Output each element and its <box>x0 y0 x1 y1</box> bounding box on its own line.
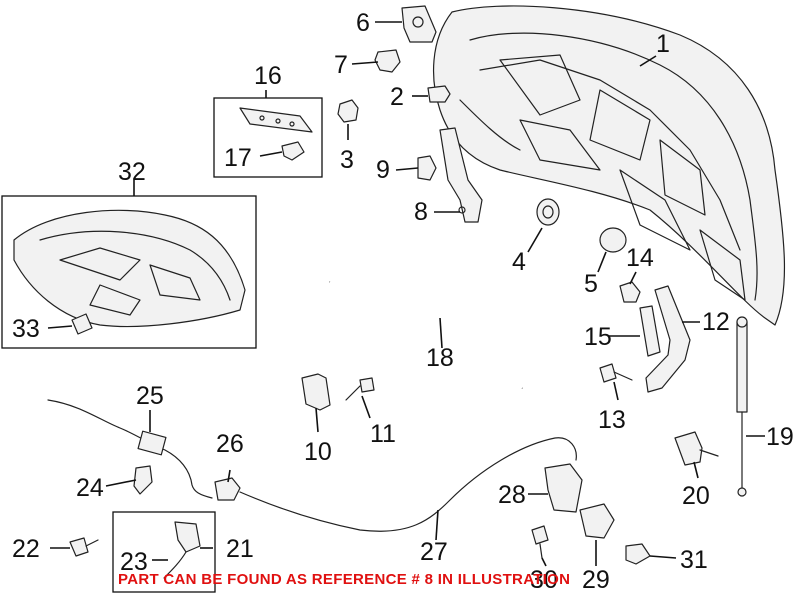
kit-box-16 <box>213 97 323 178</box>
strut-part-19 <box>736 316 748 497</box>
bolt-part-13 <box>599 363 633 383</box>
hinge-part-8 <box>439 127 483 223</box>
seal-part-15 <box>639 305 661 357</box>
callout-18: 18 <box>426 344 454 372</box>
bumper-part-2 <box>427 85 451 103</box>
callout-labels: 1 2 3 4 5 6 7 8 9 10 11 12 13 14 15 16 1… <box>12 9 794 593</box>
bracket-part-12 <box>645 285 691 393</box>
hood-part <box>433 5 786 326</box>
callout-22: 22 <box>12 535 40 563</box>
callout-32: 32 <box>118 158 146 186</box>
cable-part-27 <box>239 437 577 532</box>
cable-part-25 <box>47 399 213 499</box>
reference-notice: PART CAN BE FOUND AS REFERENCE # 8 IN IL… <box>118 571 570 588</box>
cap-part-5 <box>599 227 627 253</box>
callout-7: 7 <box>334 51 348 79</box>
callout-21: 21 <box>226 535 254 563</box>
callout-9: 9 <box>376 156 390 184</box>
callout-16: 16 <box>254 62 282 90</box>
callout-17: 17 <box>224 144 252 172</box>
kit-box-32 <box>1 195 257 349</box>
callout-33: 33 <box>12 315 40 343</box>
kit-box-21 <box>112 511 216 593</box>
switch-part-31 <box>625 543 651 565</box>
callout-1: 1 <box>656 30 670 58</box>
nut-part-14 <box>619 281 641 303</box>
callout-12: 12 <box>702 308 730 336</box>
callout-8: 8 <box>414 198 428 226</box>
callout-10: 10 <box>304 438 332 466</box>
callout-6: 6 <box>356 9 370 37</box>
bolt-part-30 <box>531 525 549 559</box>
callout-26: 26 <box>216 430 244 458</box>
callout-20: 20 <box>682 482 710 510</box>
bracket-part-10 <box>301 373 331 411</box>
bolt-part-11 <box>345 377 375 401</box>
callout-11: 11 <box>370 420 396 448</box>
callout-29: 29 <box>582 566 610 593</box>
callout-4: 4 <box>512 248 526 276</box>
callout-27: 27 <box>420 538 448 566</box>
grommet-part-4 <box>536 198 560 226</box>
bracket-part-29 <box>579 503 615 539</box>
callout-28: 28 <box>498 481 526 509</box>
callout-19: 19 <box>766 423 794 451</box>
bumper-part-3 <box>337 99 359 123</box>
callout-14: 14 <box>626 244 654 272</box>
callout-23: 23 <box>120 548 148 576</box>
leader-lines <box>47 21 765 567</box>
callout-15: 15 <box>584 323 612 351</box>
callout-3: 3 <box>340 146 354 174</box>
clip-part-7 <box>374 49 401 73</box>
bolt-part-22 <box>69 537 99 557</box>
callout-5: 5 <box>584 270 598 298</box>
callout-30: 30 <box>530 566 558 593</box>
clip-part-9 <box>417 155 437 181</box>
seal-part-18 <box>329 280 524 390</box>
latch-part-28 <box>544 463 583 513</box>
callout-25: 25 <box>136 382 164 410</box>
clip-part-24 <box>133 465 153 495</box>
callout-2: 2 <box>390 83 404 111</box>
ball-stud-part-20 <box>674 431 719 466</box>
bracket-part-6 <box>401 5 437 43</box>
callout-31: 31 <box>680 546 708 574</box>
callout-13: 13 <box>598 406 626 434</box>
callout-24: 24 <box>76 474 104 502</box>
